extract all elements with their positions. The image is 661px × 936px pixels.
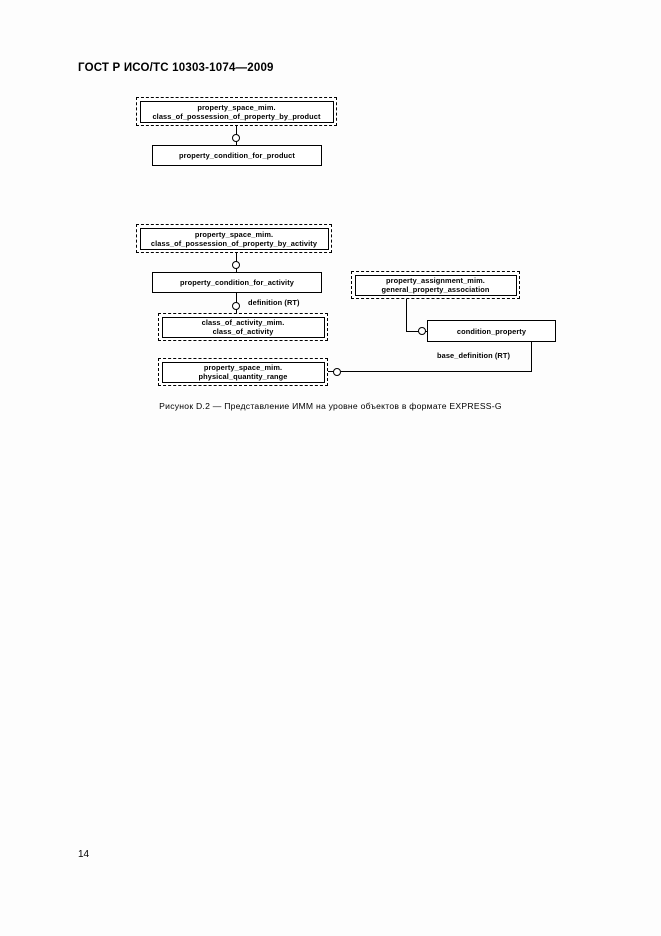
entity-schema-label: property_space_mim. bbox=[203, 363, 283, 372]
entity-name-label: property_condition_for_product bbox=[179, 151, 295, 160]
connector-line-vertical bbox=[236, 253, 237, 262]
entity-inner-frame: property_space_mim. class_of_possession_… bbox=[139, 100, 334, 123]
entity-property-condition-for-activity[interactable]: property_condition_for_activity bbox=[152, 272, 322, 293]
entity-condition-property[interactable]: condition_property bbox=[427, 320, 556, 342]
document-header-standard-number: ГОСТ Р ИСО/ТС 10303-1074—2009 bbox=[78, 62, 274, 74]
entity-class-of-activity[interactable]: class_of_activity_mim. class_of_activity bbox=[158, 313, 328, 341]
entity-name-label: physical_quantity_range bbox=[198, 372, 288, 381]
entity-schema-label: property_assignment_mim. bbox=[386, 276, 485, 285]
relationship-label-definition-rt: definition (RT) bbox=[248, 298, 300, 307]
entity-inner-frame: property_space_mim. class_of_possession_… bbox=[139, 227, 329, 250]
entity-name-label: general_property_association bbox=[381, 285, 490, 294]
connector-line-horizontal bbox=[425, 331, 428, 332]
connector-line-vertical bbox=[531, 342, 532, 372]
connector-line-vertical bbox=[236, 126, 237, 135]
connector-line-vertical bbox=[406, 299, 407, 332]
connector-line-horizontal bbox=[406, 331, 420, 332]
entity-class-of-possession-of-property-by-activity[interactable]: property_space_mim. class_of_possession_… bbox=[136, 224, 332, 253]
page-number: 14 bbox=[78, 849, 90, 860]
connector-line-vertical bbox=[236, 293, 237, 303]
entity-schema-label: property_space_mim. bbox=[197, 102, 276, 112]
connector-line-horizontal bbox=[341, 371, 532, 372]
connector-line-vertical bbox=[236, 268, 237, 272]
connector-line-vertical bbox=[236, 309, 237, 314]
entity-name-label: class_of_possession_of_property_by_activ… bbox=[150, 238, 318, 248]
figure-d2-express-g-diagram: property_space_mim. class_of_possession_… bbox=[0, 0, 661, 430]
entity-name-label: condition_property bbox=[456, 326, 527, 336]
entity-property-condition-for-product[interactable]: property_condition_for_product bbox=[152, 145, 322, 166]
entity-class-of-possession-of-property-by-product[interactable]: property_space_mim. class_of_possession_… bbox=[136, 97, 337, 126]
connector-circle-relationship bbox=[333, 368, 341, 376]
entity-inner-frame: property_space_mim. physical_quantity_ra… bbox=[161, 361, 325, 383]
entity-name-label: property_condition_for_activity bbox=[180, 278, 294, 287]
figure-caption: Рисунок D.2 — Представление ИММ на уровн… bbox=[159, 401, 502, 411]
connector-line-horizontal bbox=[328, 371, 334, 372]
entity-general-property-association[interactable]: property_assignment_mim. general_propert… bbox=[351, 271, 520, 299]
entity-inner-frame: property_assignment_mim. general_propert… bbox=[354, 274, 517, 296]
relationship-label-base-definition-rt: base_definition (RT) bbox=[437, 351, 511, 360]
entity-name-label: class_of_possession_of_property_by_produ… bbox=[152, 111, 321, 121]
entity-inner-frame: class_of_activity_mim. class_of_activity bbox=[161, 316, 325, 338]
entity-schema-label: property_space_mim. bbox=[194, 229, 274, 239]
entity-name-label: class_of_activity bbox=[212, 327, 274, 336]
entity-schema-label: class_of_activity_mim. bbox=[201, 318, 285, 327]
entity-physical-quantity-range[interactable]: property_space_mim. physical_quantity_ra… bbox=[158, 358, 328, 386]
connector-line-vertical bbox=[236, 141, 237, 145]
